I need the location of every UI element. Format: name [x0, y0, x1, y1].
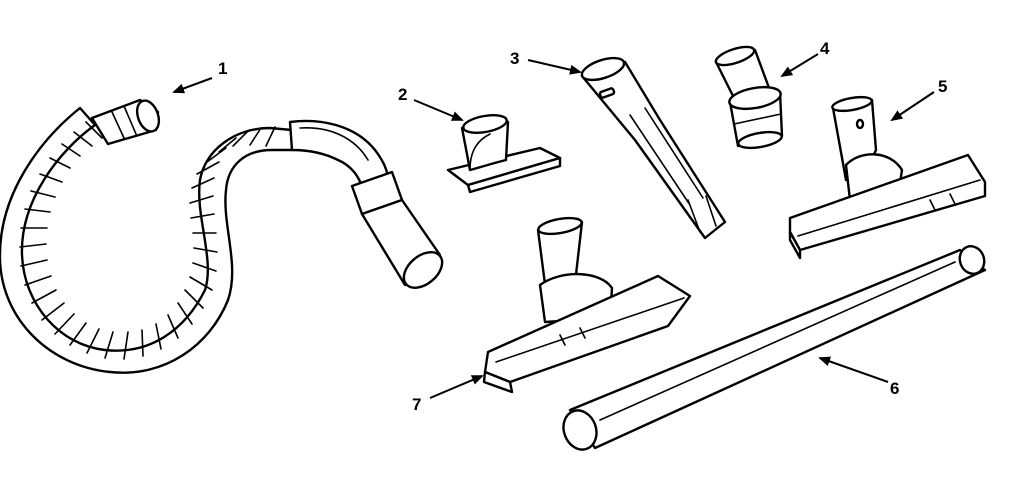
svg-text:4: 4: [820, 39, 830, 58]
callout-7: 7: [412, 375, 484, 414]
callout-4: 4: [780, 39, 830, 78]
upholstery-nozzle: [446, 114, 562, 194]
svg-text:3: 3: [510, 49, 519, 68]
svg-text:2: 2: [398, 85, 407, 104]
dusting-brush: [714, 45, 784, 150]
crevice-tool: [580, 56, 727, 240]
callout-2: 2: [398, 85, 464, 121]
svg-text:1: 1: [218, 59, 227, 78]
svg-text:6: 6: [890, 379, 899, 398]
callout-6: 6: [818, 356, 899, 398]
floor-brush: [482, 216, 692, 394]
hose-corrugations: [19, 121, 276, 360]
svg-text:7: 7: [412, 395, 421, 414]
callout-3: 3: [510, 49, 582, 75]
flexible-hose: [0, 98, 444, 374]
svg-text:5: 5: [938, 77, 947, 96]
callout-5: 5: [890, 77, 947, 122]
small-floor-brush: [788, 95, 987, 260]
extension-wand: [562, 245, 987, 451]
callout-1: 1: [172, 59, 227, 94]
